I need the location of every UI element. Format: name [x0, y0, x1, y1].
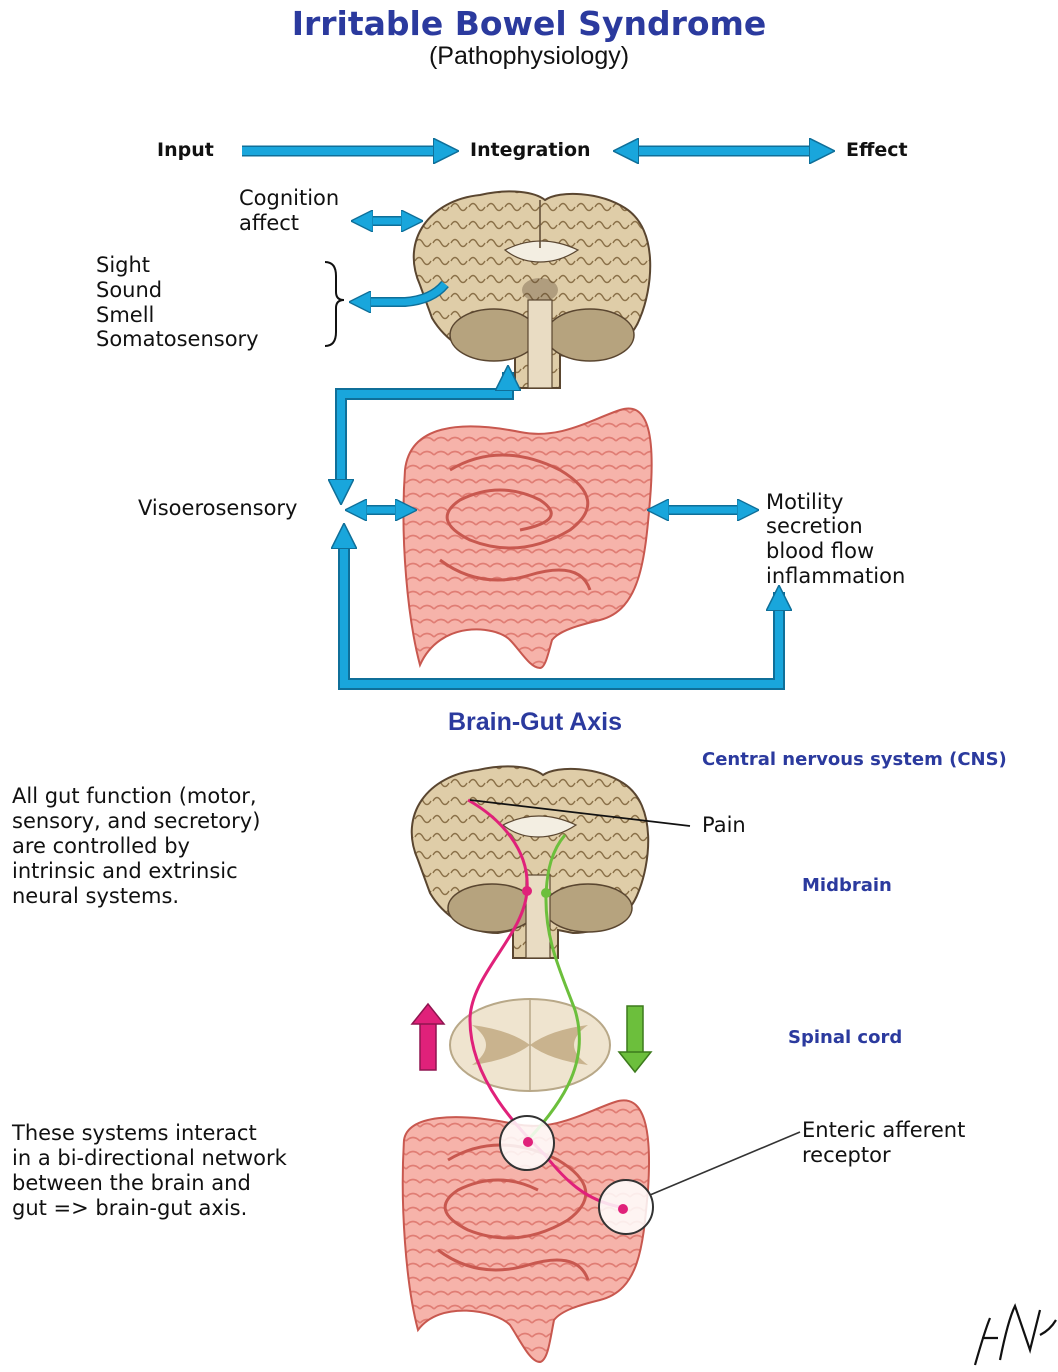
receptor-label-line2: receptor — [802, 1143, 891, 1168]
control-note-line3: are controlled by — [12, 834, 190, 859]
sight-label: Sight — [96, 253, 150, 278]
receptor-leader-line — [650, 1132, 800, 1195]
smell-label: Smell — [96, 303, 154, 328]
afferent-node-midbrain — [522, 886, 532, 896]
effect-inflammation: inflammation — [766, 564, 905, 589]
cns-label: Central nervous system (CNS) — [702, 749, 1007, 770]
efferent-down-arrow — [619, 1006, 651, 1072]
senses-brace — [325, 262, 344, 346]
flow-integration-label: Integration — [470, 139, 591, 161]
interaction-note-line3: between the brain and — [12, 1171, 251, 1196]
gut-illustration-top — [403, 408, 651, 668]
brain-illustration-bottom — [412, 766, 648, 958]
receptor-label-line1: Enteric afferent — [802, 1118, 965, 1143]
brain-gut-axis-title: Brain-Gut Axis — [0, 708, 1058, 737]
sound-label: Sound — [96, 278, 162, 303]
control-note-line2: sensory, and secretory) — [12, 809, 260, 834]
interaction-note-line4: gut => brain-gut axis. — [12, 1196, 247, 1221]
effect-secretion: secretion — [766, 514, 863, 539]
effect-blood-flow: blood flow — [766, 539, 874, 564]
affect-label: affect — [239, 211, 299, 236]
visceral-label: Visoerosensory — [138, 496, 298, 521]
interaction-note-line1: These systems interact — [12, 1121, 257, 1146]
page-title: Irritable Bowel Syndrome — [0, 4, 1058, 43]
pain-label: Pain — [702, 813, 746, 838]
control-note-line4: intrinsic and extrinsic — [12, 859, 238, 884]
gut-receptor-dot — [523, 1137, 533, 1147]
control-note-line1: All gut function (motor, — [12, 784, 257, 809]
interaction-note-line2: in a bi-directional network — [12, 1146, 287, 1171]
control-note-line5: neural systems. — [12, 884, 179, 909]
spinal-cord-label: Spinal cord — [788, 1027, 902, 1048]
brain-illustration-top — [414, 191, 650, 388]
afferent-up-arrow — [412, 1004, 444, 1070]
flow-input-label: Input — [157, 139, 214, 161]
flow-effect-label: Effect — [846, 139, 908, 161]
page-subtitle: (Pathophysiology) — [0, 42, 1058, 71]
enteric-receptor-dot — [618, 1204, 628, 1214]
efferent-node-midbrain — [541, 888, 551, 898]
somatosensory-label: Somatosensory — [96, 327, 259, 352]
effect-motility: Motility — [766, 490, 843, 515]
cognition-label: Cognition — [239, 186, 339, 211]
midbrain-label: Midbrain — [802, 875, 892, 896]
netter-signature — [975, 1306, 1056, 1365]
